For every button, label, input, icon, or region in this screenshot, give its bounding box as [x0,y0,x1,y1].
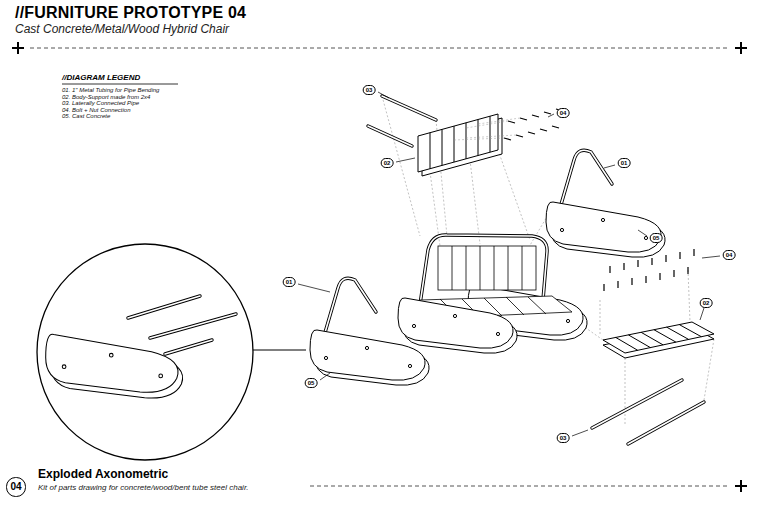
legend-heading: //DIAGRAM LEGEND [62,73,140,82]
title-text: //FURNITURE PROTOTYPE 04 [15,4,246,22]
callout-number: 05 [305,378,318,388]
legend-item: 04. Bolt + Nut Connection [62,107,131,114]
legend-item: 03. Laterally Connected Pipe [62,100,139,107]
callout-number: 03 [557,433,570,443]
callout-number: 02 [381,158,394,168]
legend-item: 05. Cast Concrete [62,113,110,120]
callout-number: 01 [283,277,296,287]
legend-item: 02. Body-Support made from 2x4 [62,94,150,101]
figure-number: 04 [10,482,21,492]
figure-number-circle: 04 [6,477,25,496]
legend-item: 01. 1" Metal Tubing for Pipe Bending [62,87,159,94]
callout-number: 05 [650,233,663,243]
section-heading: Exploded Axonometric [38,468,168,482]
callout-number: 01 [618,158,631,168]
callout-number: 02 [700,298,713,308]
callout-number: 04 [723,250,736,260]
callout-number: 04 [557,108,570,118]
callout-number: 03 [363,85,376,95]
subtitle: Cast Concrete/Metal/Wood Hybrid Chair [15,23,229,37]
caption-text: Kit of parts drawing for concrete/wood/b… [38,483,248,492]
